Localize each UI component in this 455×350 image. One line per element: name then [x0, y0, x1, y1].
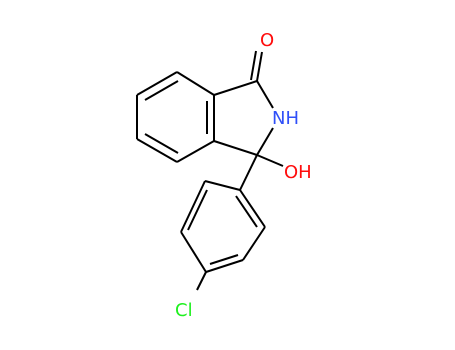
bond-benzo-1	[136, 71, 178, 96]
bond-aryl-5	[242, 226, 266, 261]
bond-aryl-3	[180, 231, 207, 273]
bond-benzo-inner-1	[144, 80, 179, 101]
atom-labels: O NH OH Cl	[175, 30, 312, 321]
bond-aryl-inner-3	[235, 195, 258, 228]
bond-aryl-4	[205, 259, 244, 273]
bond-aryl-2	[180, 180, 206, 233]
bond-ring-c1-n	[256, 80, 274, 109]
bond-benzo-inner-2	[144, 133, 179, 154]
bond-benzo-3	[136, 138, 178, 163]
amide-nitrogen-label: NH	[272, 108, 299, 129]
chlorine-label: Cl	[175, 300, 193, 321]
bond-ring-n-c3	[256, 127, 274, 156]
bond-carbonyl-1	[256, 51, 263, 82]
bond-aryl-1	[204, 180, 241, 191]
bond-c3-aryl	[239, 154, 258, 191]
bond-benzo-4	[176, 140, 215, 163]
hydroxyl-label: OH	[284, 162, 312, 183]
bond-ring-c3-c3a	[213, 140, 258, 156]
bond-lines	[136, 50, 284, 291]
bond-carbonyl-2	[250, 50, 257, 81]
bond-aryl-6	[239, 189, 266, 228]
bond-c3-oh	[256, 154, 284, 167]
bond-benzo-6	[176, 71, 215, 96]
bond-c-cl	[196, 271, 207, 291]
bond-aryl-inner-2	[209, 254, 239, 265]
carbonyl-oxygen-label: O	[260, 30, 274, 51]
bond-aryl-inner-1	[187, 189, 208, 231]
bond-ring-c1-c7a	[213, 80, 258, 96]
